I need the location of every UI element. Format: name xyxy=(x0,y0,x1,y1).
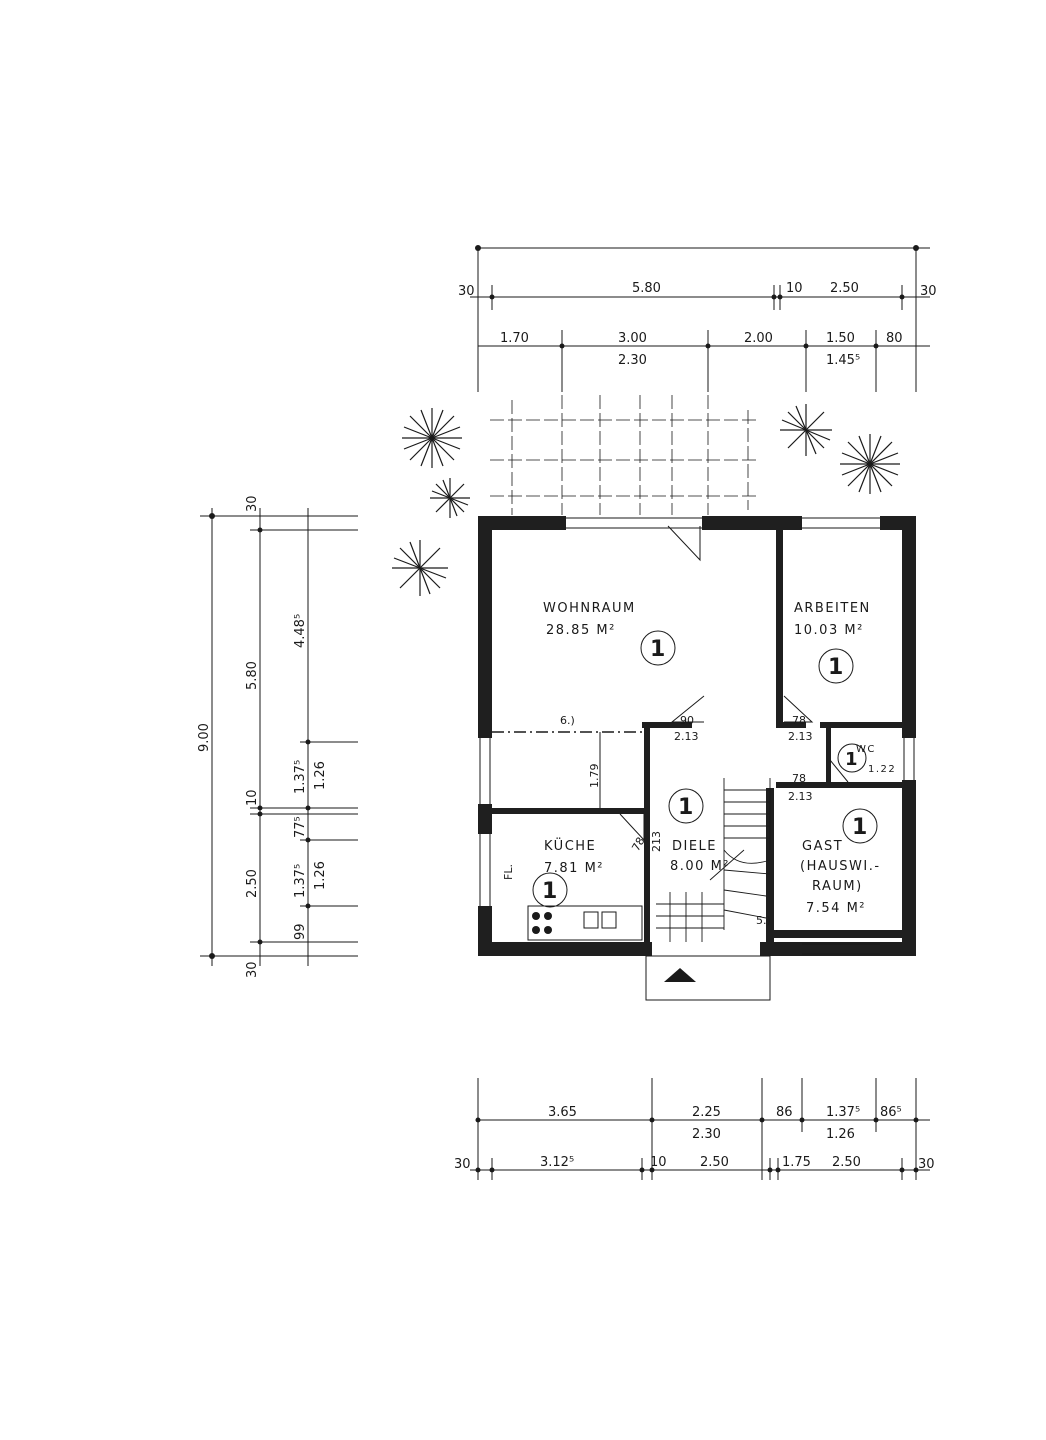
left-dim-30-bottom: 30 xyxy=(245,961,260,978)
top-dim-170: 1.70 xyxy=(500,331,529,346)
top-dim-1455: 1.45⁵ xyxy=(826,353,860,368)
fl-label: FL. xyxy=(502,864,515,880)
door-arb-h: 2.13 xyxy=(788,730,813,743)
left-dim-900: 9.00 xyxy=(197,723,212,752)
staircase xyxy=(656,778,771,942)
top-dim-230: 2.30 xyxy=(618,353,647,368)
room-area-gast: 7.54 M² xyxy=(806,901,866,916)
kitchen-counter xyxy=(527,905,643,941)
shrub-icon xyxy=(392,540,448,596)
door-wohn-h: 2.13 xyxy=(674,730,699,743)
room-badge xyxy=(837,743,867,773)
bottom-dim-250-b: 2.50 xyxy=(832,1155,861,1170)
left-dim-126-b: 1.26 xyxy=(313,861,328,890)
bottom-dim-86: 86 xyxy=(776,1105,793,1120)
room-area-wc: 1.22 xyxy=(868,764,896,775)
entrance xyxy=(645,955,771,1001)
windows xyxy=(479,517,915,955)
door-wohn-w: 90 xyxy=(680,714,694,727)
room-badge-label: 1 xyxy=(678,795,693,820)
bottom-dim-225: 2.25 xyxy=(692,1105,721,1120)
left-dim-4485: 4.48⁵ xyxy=(293,614,308,648)
door-arb-w: 78 xyxy=(792,714,806,727)
top-dim-150: 1.50 xyxy=(826,331,855,346)
top-dimension-chains: 30 5.80 10 2.50 30 1.70 3.00 2.30 2.00 1… xyxy=(458,245,937,392)
shrub-icon xyxy=(402,408,462,468)
bottom-dimension-chains: 3.65 2.25 2.30 86 1.37⁵ 1.26 86⁵ 30 3.12… xyxy=(454,1078,935,1180)
room-badge-label: 1 xyxy=(845,749,858,770)
room-name-arbeiten: ARBEITEN xyxy=(794,601,871,616)
room-badge xyxy=(640,630,676,666)
bottom-dim-365: 3.65 xyxy=(548,1105,577,1120)
bottom-dim-126: 1.26 xyxy=(826,1127,855,1142)
top-dim-300: 3.00 xyxy=(618,331,647,346)
left-dim-250: 2.50 xyxy=(245,869,260,898)
left-dim-30-top: 30 xyxy=(245,495,260,512)
left-dim-580: 5.80 xyxy=(245,661,260,690)
room-name-gast: GAST xyxy=(802,839,843,854)
dim-179: 1.79 xyxy=(588,764,601,789)
bottom-dim-3125: 3.12⁵ xyxy=(540,1155,574,1170)
room-area-kueche: 7.81 M² xyxy=(544,861,604,876)
room-name-wc: WC xyxy=(856,744,876,755)
room-badge xyxy=(818,648,854,684)
room-area-arbeiten: 10.03 M² xyxy=(794,623,864,638)
left-dim-1375-a: 1.37⁵ xyxy=(293,760,308,794)
room-area-diele: 8.00 M² xyxy=(670,859,730,874)
top-dim-30-left: 30 xyxy=(458,284,475,299)
left-dim-775: 77⁵ xyxy=(293,816,308,838)
room-name-wohnraum: WOHNRAUM xyxy=(543,601,636,616)
shrub-icon xyxy=(430,478,470,518)
top-dim-250: 2.50 xyxy=(830,281,859,296)
left-dimension-chains: 9.00 30 5.80 10 2.50 30 4.48⁵ 1.37⁵ 1.26… xyxy=(197,495,358,978)
top-dim-80: 80 xyxy=(886,331,903,346)
room-badge xyxy=(668,788,704,824)
bottom-dim-230: 2.30 xyxy=(692,1127,721,1142)
room-badge xyxy=(532,872,568,908)
shrub-icon xyxy=(840,434,900,494)
note-6: 6.) xyxy=(560,714,575,727)
door-wc-h: 2.13 xyxy=(788,790,813,803)
left-dim-126-a: 1.26 xyxy=(313,761,328,790)
room-area-wohnraum: 28.85 M² xyxy=(546,623,616,638)
shrub-icon xyxy=(780,404,832,456)
room-badge-label: 1 xyxy=(852,815,867,840)
room-badge-label: 1 xyxy=(650,637,665,662)
top-dim-10: 10 xyxy=(786,281,803,296)
interior-walls xyxy=(492,530,902,942)
bottom-dim-250-a: 2.50 xyxy=(700,1155,729,1170)
top-dim-200: 2.00 xyxy=(744,331,773,346)
door-kueche-h: 213 xyxy=(650,831,663,852)
bottom-dim-175: 1.75 xyxy=(782,1155,811,1170)
top-dim-580: 5.80 xyxy=(632,281,661,296)
bottom-dim-1375: 1.37⁵ xyxy=(826,1105,860,1120)
left-dim-10: 10 xyxy=(245,789,260,806)
doors xyxy=(619,525,849,842)
note-5: 5.) xyxy=(756,914,771,927)
room-name-gast-2: (HAUSWI.- xyxy=(800,859,881,874)
bottom-dim-30-left: 30 xyxy=(454,1157,471,1172)
top-dim-30-right: 30 xyxy=(920,284,937,299)
room-badge-label: 1 xyxy=(542,879,557,904)
room-name-diele: DIELE xyxy=(672,839,717,854)
exterior-walls xyxy=(478,516,916,956)
bottom-dim-10: 10 xyxy=(650,1155,667,1170)
terrace-paving xyxy=(490,395,760,515)
bottom-dim-30-right: 30 xyxy=(918,1157,935,1172)
left-dim-1375-b: 1.37⁵ xyxy=(293,864,308,898)
room-name-gast-3: RAUM) xyxy=(812,879,863,894)
room-badge-label: 1 xyxy=(828,655,843,680)
door-wc-w: 78 xyxy=(792,772,806,785)
room-badge xyxy=(842,808,878,844)
bottom-dim-865: 86⁵ xyxy=(880,1105,902,1120)
left-dim-99: 99 xyxy=(293,923,308,940)
door-kueche-w: 78 xyxy=(629,835,647,854)
room-name-kueche: KÜCHE xyxy=(544,837,596,854)
